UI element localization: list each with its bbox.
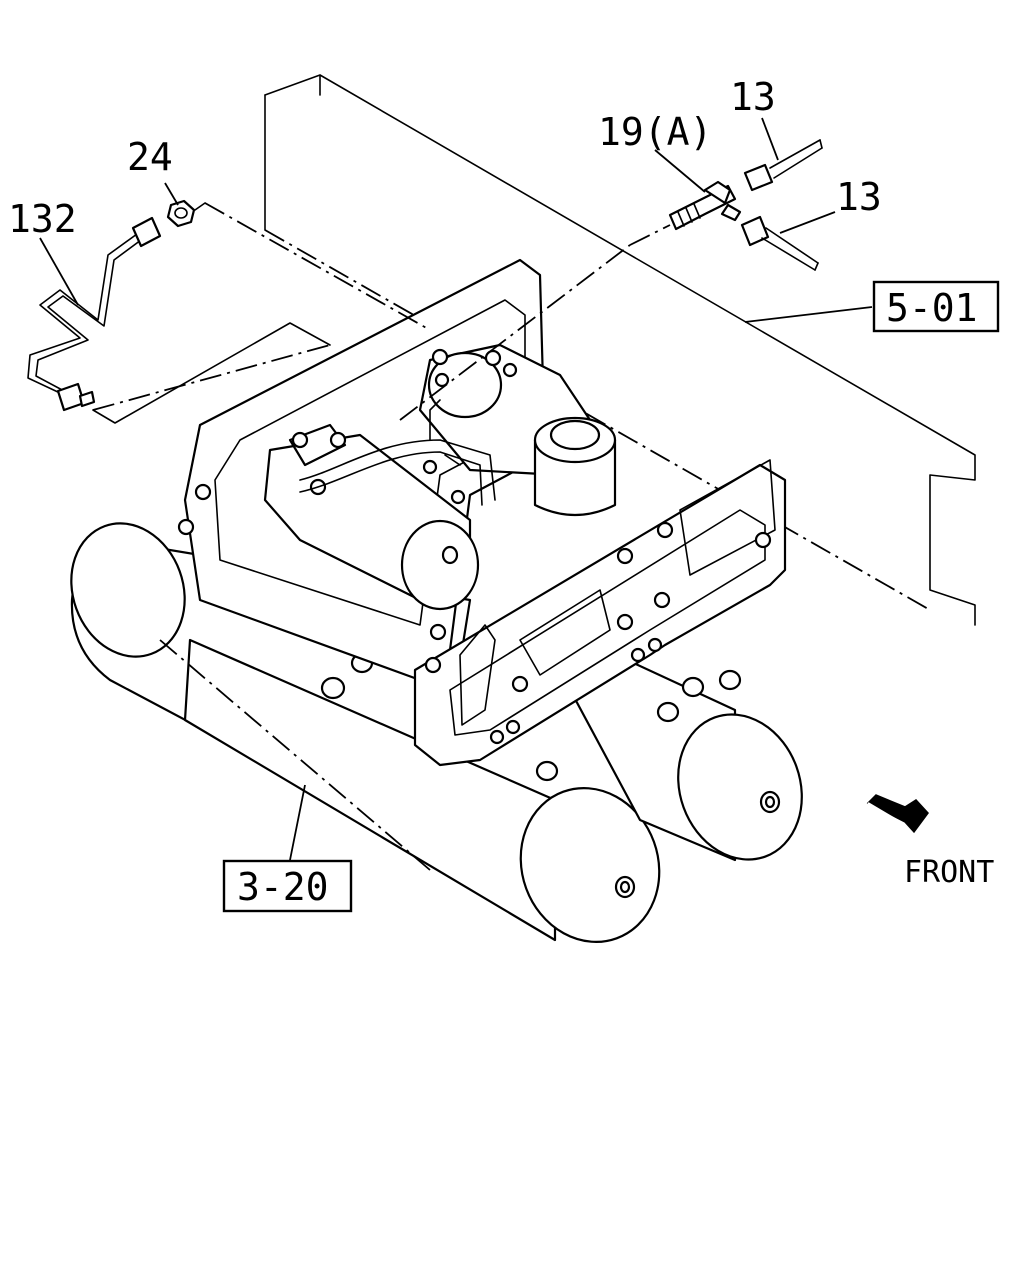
air-tanks [70,522,803,943]
front-label: FRONT [904,855,994,890]
callout-13-upper: 13 [730,75,776,119]
front-arrow-icon [866,794,929,834]
pipe-13-upper [743,139,823,192]
reference-3-20-label: 3-20 [237,865,329,909]
bracket-bolts [177,483,772,745]
reference-box-3-20[interactable]: 3-20 [222,859,353,913]
reference-5-01-label: 5-01 [886,286,978,330]
leader-lines [39,117,873,861]
frame-rail [264,74,976,626]
pipe-132 [27,216,162,412]
nut-24 [166,199,196,228]
tee-fitting-19a [668,180,742,231]
pipe-13-lower [740,215,819,271]
assembly-lines [92,202,671,871]
callout-132: 132 [8,197,77,241]
air-dryer-assembly [263,343,617,611]
callout-19a: 19(A) [598,110,712,154]
reference-box-5-01[interactable]: 5-01 [872,280,1000,333]
callout-24: 24 [127,135,173,179]
callout-13-lower: 13 [836,175,882,219]
